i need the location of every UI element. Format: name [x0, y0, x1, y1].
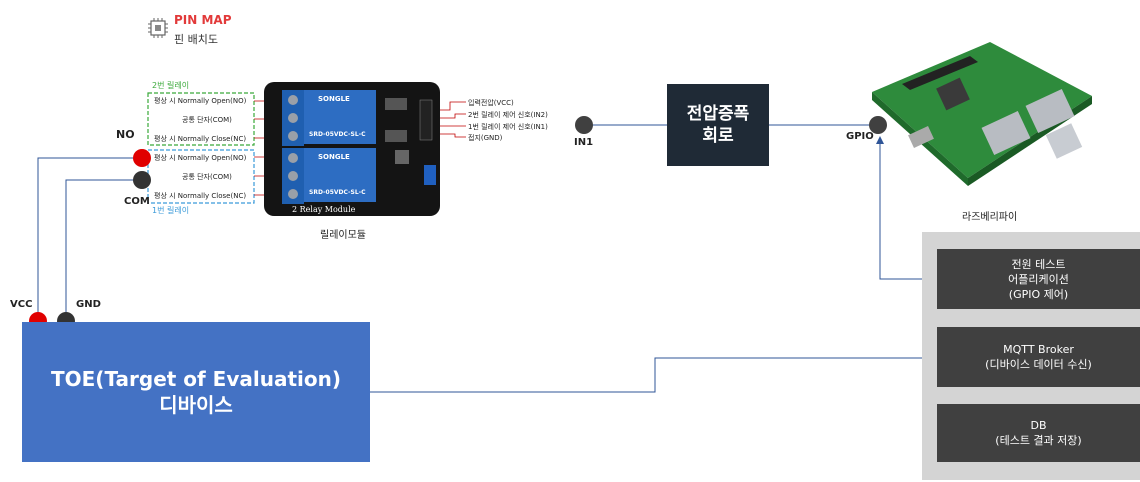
relay-module-caption: 릴레이모듈 [320, 230, 366, 241]
voltage-amplifier-box: 전압증폭 회로 [667, 84, 769, 166]
gpio-label: GPIO [846, 131, 874, 142]
relay-module-print: 2 Relay Module [292, 205, 356, 214]
power-test-app-box: 전원 테스트 어플리케이션 (GPIO 제어) [937, 249, 1140, 309]
db-box: DB (테스트 결과 저장) [937, 404, 1140, 462]
toe-line1: TOE(Target of Evaluation) [51, 367, 341, 391]
relay2-brand: SONGLE [318, 95, 350, 103]
raspberry-pi-image [872, 42, 1092, 186]
pin-label-gnd: 접지(GND) [468, 134, 503, 142]
in1-node [575, 116, 593, 134]
relay1-brand: SONGLE [318, 153, 350, 161]
toe-device-box: TOE(Target of Evaluation) 디바이스 [22, 322, 370, 462]
relay-module-image [264, 82, 440, 216]
pin-label-relay2-com: 공통 단자(COM) [182, 116, 232, 124]
in1-label: IN1 [574, 137, 594, 148]
relay1-model: SRD-05VDC-SL-C [309, 189, 366, 196]
relay2-group-label: 2번 릴레이 [152, 81, 190, 90]
pin-map-title: PIN MAP [174, 13, 232, 27]
gnd-to-com-wire [65, 179, 140, 320]
right-pin-callouts [434, 101, 466, 138]
relay1-group-label: 1번 릴레이 [152, 206, 190, 215]
pin-label-relay2-nc: 평상 시 Normally Close(NC) [154, 135, 247, 143]
com-label: COM [124, 196, 150, 207]
db-line1: DB [1030, 419, 1047, 432]
toe-line2: 디바이스 [159, 393, 233, 417]
app-line3: (GPIO 제어) [1008, 287, 1069, 301]
mqtt-broker-box: MQTT Broker (디바이스 데이터 수신) [937, 327, 1140, 387]
pin-label-relay1-com: 공통 단자(COM) [182, 173, 232, 181]
app-line2: 어플리케이션 [1008, 272, 1069, 286]
pin-label-relay2-no: 평상 시 Normally Open(NO) [154, 97, 247, 105]
db-line2: (테스트 결과 저장) [995, 434, 1082, 447]
pin-label-in2: 2번 릴레이 제어 신호(IN2) [468, 111, 548, 119]
amp-line2: 회로 [702, 126, 734, 146]
pin-map-subtitle: 핀 배치도 [174, 33, 218, 46]
no-label: NO [116, 128, 135, 141]
amp-line1: 전압증폭 [686, 104, 750, 124]
gpio-node [869, 116, 887, 134]
app-to-gpio-arrow [876, 136, 937, 280]
vcc-to-no-wire [37, 157, 140, 320]
relay2-model: SRD-05VDC-SL-C [309, 131, 366, 138]
mqtt-line1: MQTT Broker [1003, 343, 1074, 356]
no-node [133, 149, 151, 167]
pin-label-relay1-no: 평상 시 Normally Open(NO) [154, 154, 247, 162]
chip-icon [148, 18, 168, 38]
raspberry-pi-caption: 라즈베리파이 [962, 212, 1018, 223]
vcc-label: VCC [10, 299, 33, 310]
pin-label-relay1-nc: 평상 시 Normally Close(NC) [154, 192, 247, 200]
pin-label-in1: 1번 릴레이 제어 신호(IN1) [468, 123, 548, 131]
pin-label-vcc: 입력전압(VCC) [468, 99, 514, 107]
gnd-label: GND [76, 299, 101, 310]
mqtt-line2: (디바이스 데이터 수신) [985, 358, 1092, 371]
com-node [133, 171, 151, 189]
toe-to-mqtt-arrow [370, 354, 937, 393]
app-line1: 전원 테스트 [1011, 257, 1066, 271]
